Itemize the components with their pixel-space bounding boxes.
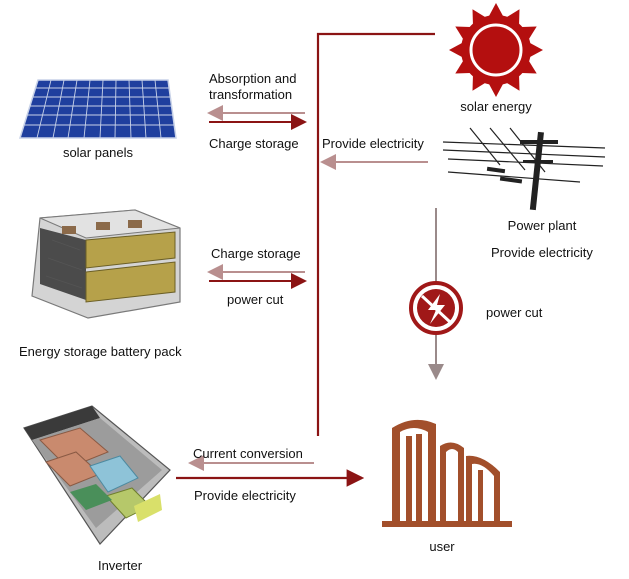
solar-panels-label: solar panels (62, 145, 134, 160)
absorption-label-line2: transformation (209, 87, 293, 102)
absorption-label-line1: Absorption and (209, 71, 297, 86)
current-conversion-label: Current conversion (193, 446, 303, 461)
battery-charge-storage-label: Charge storage (211, 246, 301, 261)
panels-charge-storage-label: Charge storage (209, 136, 299, 151)
user-label: user (429, 539, 455, 554)
battery-pack-label: Energy storage battery pack (19, 344, 182, 359)
power-plant-label: Power plant (507, 218, 577, 233)
solar-energy-label: solar energy (460, 99, 532, 114)
main-backbone-line (316, 32, 435, 436)
inverter-provide-electricity-label: Provide electricity (194, 488, 296, 503)
battery-power-cut-label: power cut (227, 292, 284, 307)
plant-power-cut-label: power cut (486, 305, 543, 320)
plant-provide-electricity-label-2: Provide electricity (491, 245, 593, 260)
plant-provide-electricity-label: Provide electricity (322, 136, 424, 151)
inverter-label: Inverter (97, 558, 143, 573)
